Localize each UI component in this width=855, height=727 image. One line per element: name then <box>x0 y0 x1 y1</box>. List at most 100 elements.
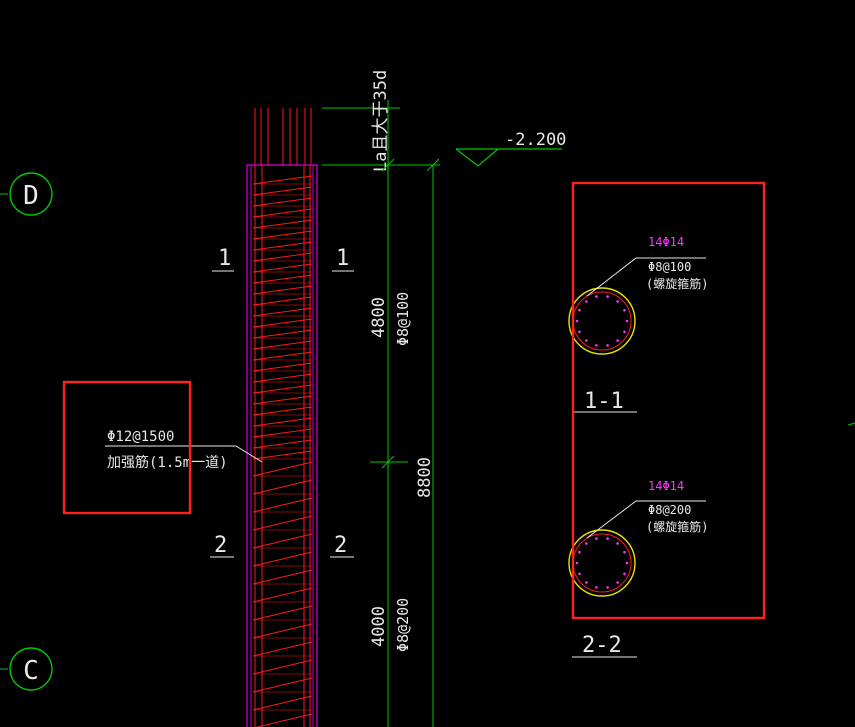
grid-axis-c-label: C <box>23 656 39 686</box>
spiral-segment <box>252 329 313 339</box>
section-2-outline <box>568 529 636 597</box>
section-2-stirrup: Φ8@200 <box>648 503 691 517</box>
rebar-dot <box>578 572 581 576</box>
rebar-dot <box>595 295 598 298</box>
spiral-segment <box>255 713 313 727</box>
section-1-outline <box>568 287 636 355</box>
section-2-bars <box>575 537 629 589</box>
spiral-segment <box>252 479 313 495</box>
callout-highlight-box <box>62 380 192 515</box>
rebar-dot <box>595 344 598 347</box>
section-2-stirrup-type: (螺旋箍筋) <box>646 519 708 534</box>
grid-axis-d-label: D <box>23 181 39 211</box>
spiral-segment <box>252 340 313 350</box>
total-length-dim: 8800 <box>415 457 435 498</box>
reinforcement-callout: Φ12@1500 加强筋(1.5m一道) <box>62 380 263 515</box>
spiral-segment <box>252 197 313 207</box>
spiral-segment <box>252 307 313 317</box>
rebar-dot <box>623 572 626 576</box>
rebar-dot <box>616 581 619 584</box>
section-1-bars <box>575 295 629 347</box>
spiral-segment <box>252 428 313 438</box>
rebar-dot <box>578 308 581 312</box>
section-1-title: 1-1 <box>584 389 624 414</box>
elevation-value: -2.200 <box>505 130 566 150</box>
rebar-dot <box>578 550 581 554</box>
rebar-dot <box>625 319 629 323</box>
pile-outline <box>246 164 318 727</box>
rebar-dot <box>606 537 609 540</box>
lower-length-dim: 4000 <box>369 606 389 647</box>
section-1-spiral <box>572 291 632 351</box>
spiral-segment <box>252 587 313 603</box>
section-mark-1-right: 1 <box>336 246 349 271</box>
rebar-dot <box>625 561 629 565</box>
section-1-longitudinal: 14Φ14 <box>648 235 684 249</box>
section-2-2: 14Φ14 Φ8@200 (螺旋箍筋) 2-2 <box>568 479 708 658</box>
spiral-segment <box>252 695 313 711</box>
rebar-dot <box>585 542 588 545</box>
rebar-dot <box>585 300 588 303</box>
section-mark-2-right: 2 <box>334 533 347 558</box>
spiral-segment <box>252 373 313 383</box>
upper-stirrup-dim: Φ8@100 <box>394 292 412 346</box>
spiral-segment <box>252 351 313 361</box>
anchorage-length-text: La且大于35d <box>371 70 391 172</box>
spiral-segment <box>252 252 313 262</box>
rebar-dot <box>616 542 619 545</box>
section-1-1: 14Φ14 Φ8@100 (螺旋箍筋) 1-1 <box>568 235 708 414</box>
rebar-dot <box>616 339 619 342</box>
rebar-dot <box>606 295 609 298</box>
spiral-segment <box>252 461 313 477</box>
spiral-segment <box>252 623 313 639</box>
spiral-segment <box>252 274 313 284</box>
spiral-segment <box>252 450 313 460</box>
spiral-segment <box>252 395 313 405</box>
spiral-segment <box>252 417 313 427</box>
callout-line1: Φ12@1500 <box>107 429 174 445</box>
spiral-segment <box>252 641 313 657</box>
spiral-segment <box>252 497 313 513</box>
section-views: 14Φ14 Φ8@100 (螺旋箍筋) 1-1 14Φ14 Φ8@200 (螺旋… <box>568 181 766 658</box>
rebar-dot <box>606 586 609 589</box>
spiral-segment <box>252 659 313 675</box>
anchorage-bars <box>254 108 312 166</box>
sections-highlight-box <box>571 181 766 620</box>
spiral-segment <box>252 296 313 306</box>
spiral-segment <box>252 285 313 295</box>
spiral-segment <box>252 384 313 394</box>
spiral-segment <box>252 677 313 693</box>
rebar-dot <box>578 330 581 334</box>
callout-line2: 加强筋(1.5m一道) <box>107 454 228 471</box>
section-mark-1-left: 1 <box>218 246 231 271</box>
spiral-segment <box>252 208 313 218</box>
grid-axis-c: C <box>0 647 53 691</box>
spiral-stirrups-sparse <box>252 461 313 727</box>
rebar-dot <box>585 581 588 584</box>
rebar-dot <box>575 319 579 323</box>
section-2-longitudinal: 14Φ14 <box>648 479 684 493</box>
rebar-dot <box>616 300 619 303</box>
spiral-segment <box>252 362 313 372</box>
rebar-dot <box>606 344 609 347</box>
spiral-segment <box>252 439 313 449</box>
section-2-spiral <box>572 533 632 593</box>
section-mark-2-left: 2 <box>214 533 227 558</box>
spiral-segment <box>252 219 313 229</box>
grid-axis-d: D <box>0 172 53 216</box>
spiral-segment <box>252 230 313 240</box>
spiral-segment <box>252 186 313 196</box>
spiral-segment <box>252 175 313 185</box>
rebar-dot <box>595 586 598 589</box>
spiral-segment <box>252 241 313 251</box>
rebar-dot <box>595 537 598 540</box>
spiral-segment <box>252 515 313 531</box>
section-1-stirrup-type: (螺旋箍筋) <box>646 276 708 291</box>
rebar-dot <box>623 330 626 334</box>
spiral-stirrups-dense <box>252 175 313 460</box>
spiral-segment <box>252 569 313 585</box>
spiral-segment <box>252 551 313 567</box>
rebar-dot <box>623 550 626 554</box>
spiral-segment <box>252 263 313 273</box>
